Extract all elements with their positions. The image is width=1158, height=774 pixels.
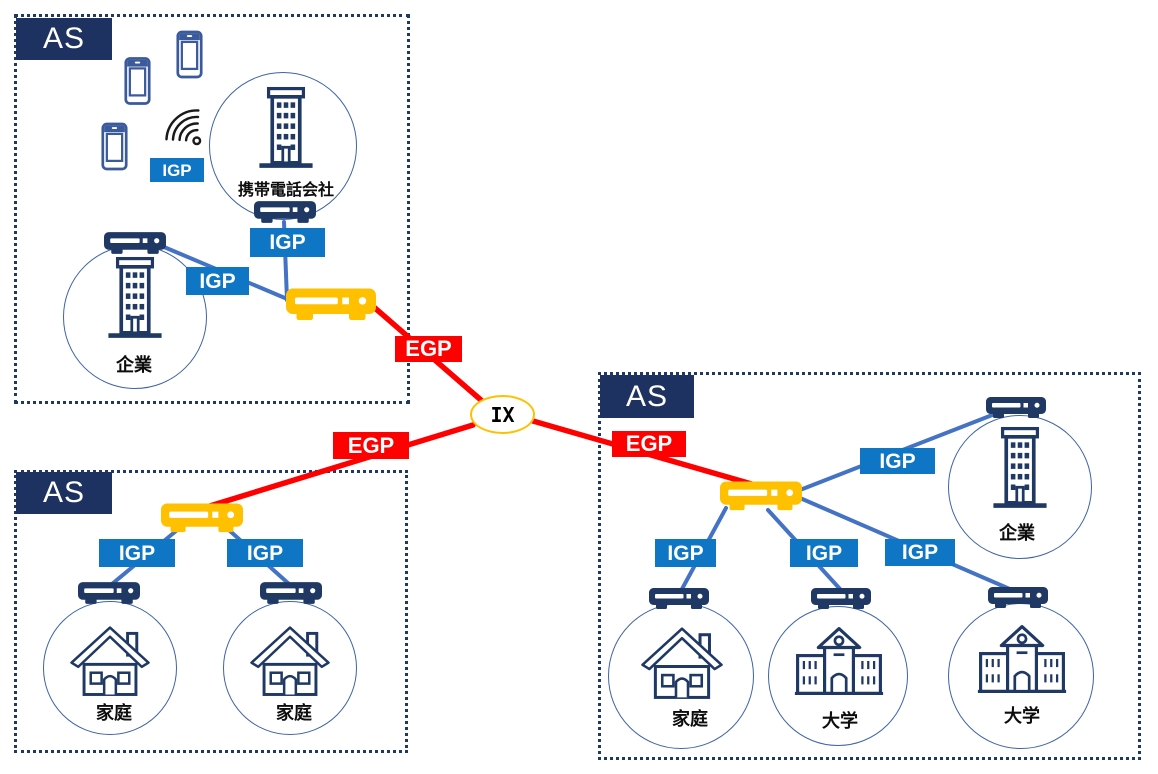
igp-badge: IGP [655, 539, 716, 567]
as-badge-label: AS [42, 22, 86, 55]
igp-badge-label: IGP [162, 160, 192, 180]
igp-badge: IGP [860, 448, 935, 474]
as-box-mobile [14, 14, 410, 404]
egp-badge: EGP [395, 336, 462, 362]
egp-badge-label: EGP [347, 432, 395, 458]
border-router-icon [161, 502, 243, 535]
house-icon [68, 620, 152, 697]
border-router-icon [286, 287, 376, 323]
router-icon [988, 586, 1048, 610]
router-icon [78, 581, 140, 606]
router-icon [260, 581, 322, 606]
as-badge: AS [600, 375, 694, 418]
ix-node: IX [470, 395, 535, 434]
igp-badge-label: IGP [879, 449, 916, 473]
igp-badge-label: IGP [199, 269, 236, 293]
school-icon [977, 623, 1067, 695]
entity-label-mobile-company: 携帯電話会社 [237, 182, 335, 199]
office-building-icon [102, 254, 168, 342]
entity-label-home: 家庭 [672, 709, 708, 729]
house-icon [639, 621, 725, 700]
egp-badge: EGP [612, 431, 686, 457]
as-badge-label: AS [625, 379, 669, 413]
entity-label-university: 大学 [822, 711, 858, 731]
igp-badge: IGP [790, 539, 858, 567]
igp-badge-label: IGP [901, 541, 939, 564]
egp-badge-label: EGP [625, 431, 673, 456]
router-icon [104, 231, 166, 256]
igp-badge: IGP [885, 539, 955, 566]
as-badge: AS [16, 472, 112, 514]
smartphone-icon [101, 121, 128, 172]
igp-badge: IGP [150, 158, 204, 182]
igp-badge: IGP [99, 539, 175, 567]
ix-node-label: IX [490, 402, 515, 427]
egp-badge: EGP [333, 432, 409, 459]
router-icon [986, 396, 1046, 420]
as-badge: AS [16, 18, 112, 60]
smartphone-icon [124, 56, 151, 106]
entity-label-home: 家庭 [276, 703, 312, 723]
router-icon [811, 587, 871, 611]
igp-badge-label: IGP [269, 231, 306, 254]
as-badge-label: AS [42, 476, 86, 509]
router-icon [254, 200, 316, 225]
house-icon [248, 620, 332, 697]
igp-badge: IGP [227, 539, 303, 567]
entity-label-university: 大学 [1004, 706, 1040, 726]
border-router-icon [720, 480, 802, 513]
entity-label-company: 企業 [116, 355, 152, 375]
school-icon [793, 625, 885, 697]
as-box-campus [598, 372, 1141, 760]
office-building-icon [253, 84, 319, 172]
smartphone-icon [176, 29, 203, 80]
igp-badge-label: IGP [667, 541, 704, 565]
entity-label-home: 家庭 [96, 703, 132, 723]
igp-badge: IGP [250, 228, 325, 257]
igp-badge: IGP [186, 267, 249, 295]
igp-badge-label: IGP [246, 541, 284, 565]
router-icon [649, 587, 709, 611]
igp-badge-label: IGP [805, 541, 843, 565]
wifi-signal-icon [159, 103, 205, 149]
igp-badge-label: IGP [118, 541, 156, 565]
office-building-icon [987, 424, 1053, 512]
egp-badge-label: EGP [405, 336, 452, 361]
entity-label-company: 企業 [999, 523, 1035, 543]
